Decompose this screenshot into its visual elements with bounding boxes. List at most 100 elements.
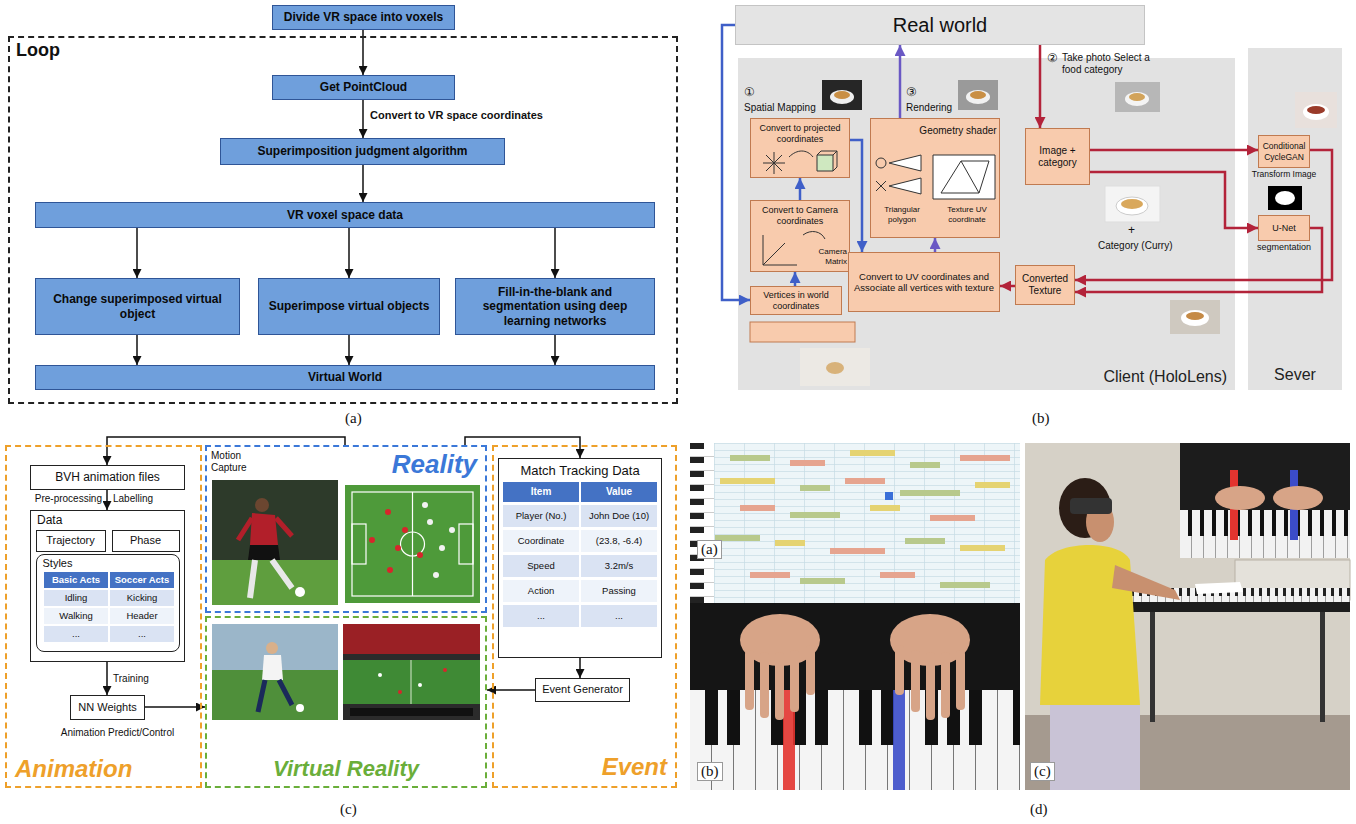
room-photo xyxy=(1025,443,1350,790)
node-label: Event xyxy=(602,753,667,782)
game-screenshot xyxy=(411,660,412,704)
table-cell: Action xyxy=(503,580,579,602)
table-cell: Kicking xyxy=(110,590,174,606)
step-label: Rendering xyxy=(906,102,952,114)
node-label: Geometry shader xyxy=(919,125,997,137)
photo-thumbnail xyxy=(834,91,850,99)
photo-thumbnail xyxy=(1115,82,1160,112)
group-frame: Virtual Reality xyxy=(205,616,487,788)
inset-photo xyxy=(1180,510,1350,558)
process-box: Image + category xyxy=(1025,128,1090,185)
process-box: Conditional CycleGANTransform Image xyxy=(1258,135,1310,168)
game-screenshot xyxy=(296,704,304,712)
piano-roll xyxy=(800,578,845,584)
component-panel: SeverConditional CycleGANTransform Image… xyxy=(1248,48,1342,390)
pitch-map xyxy=(385,509,391,515)
process-box: VR voxel space data xyxy=(35,202,655,228)
process-box: Converted Texture xyxy=(1015,265,1075,305)
hand-figure xyxy=(956,650,965,710)
inset-photo xyxy=(1180,443,1350,558)
process-box: Convert to projected coordinates xyxy=(750,118,850,178)
node-icon xyxy=(889,155,921,171)
piano-roll xyxy=(910,462,940,468)
node-label: Convert to projected coordinates xyxy=(755,123,845,145)
game-screenshot xyxy=(350,708,473,716)
photo-thumbnail xyxy=(1268,186,1302,210)
node-label: Virtual World xyxy=(308,370,382,384)
node-label: VR voxel space data xyxy=(287,208,403,222)
room-photo xyxy=(1112,565,1180,600)
pitch-map xyxy=(387,567,393,573)
connector-arrow xyxy=(850,140,862,252)
connector-arrow xyxy=(722,25,750,300)
node-label: BVH animation files xyxy=(55,470,160,484)
table-cell: ... xyxy=(503,605,579,627)
connector-arrow xyxy=(1000,285,1015,288)
pitch-map xyxy=(433,572,439,578)
node-label: Reality xyxy=(392,449,477,480)
connector-arrow xyxy=(934,238,937,252)
edge-note: Convert to VR space coordinates xyxy=(370,109,543,122)
piano-roll xyxy=(975,482,1010,488)
piano-keyboard xyxy=(690,690,1020,790)
subfigure-tag: (c) xyxy=(1030,762,1055,781)
photo-thumbnail xyxy=(1125,92,1149,106)
photo-thumbnail xyxy=(830,90,854,104)
hand-figure xyxy=(926,652,935,720)
node-label: Loop xyxy=(16,40,60,62)
node-label: Event Generator xyxy=(542,683,623,696)
photo-thumbnail xyxy=(1121,199,1143,209)
process-box: Change superimposed virtual object xyxy=(35,278,240,335)
connector-arrow xyxy=(487,689,535,691)
piano-keyboard xyxy=(690,603,1020,790)
pitch-map xyxy=(352,492,473,596)
game-screenshot xyxy=(418,683,422,687)
node-label: Converted Texture xyxy=(1020,273,1070,297)
connector-arrow xyxy=(465,437,580,458)
node-icon xyxy=(763,152,785,174)
player-photo xyxy=(250,560,292,598)
piano-roll xyxy=(690,443,1020,603)
process-box: Trajectory xyxy=(36,530,106,552)
piano-roll xyxy=(940,582,990,588)
node-label: Get PointCloud xyxy=(320,80,407,94)
connector-arrow xyxy=(554,335,556,365)
table-cell: Speed xyxy=(503,555,579,577)
table-header: Value xyxy=(581,482,657,502)
process-box: Divide VR space into voxels xyxy=(272,5,455,30)
node-label: Fill-in-the-blank and segmentation using… xyxy=(460,285,650,328)
photo-thumbnail xyxy=(800,80,1337,386)
client-panel-ground xyxy=(738,58,1235,390)
photo-thumbnail xyxy=(1186,312,1204,320)
node-sublabel: segmentation xyxy=(1257,242,1311,253)
step-number: ③ xyxy=(906,86,917,100)
photo-thumbnail xyxy=(1307,106,1325,114)
category-note: Category (Curry) xyxy=(1098,240,1172,252)
player-photo xyxy=(255,498,269,512)
table-cell: Header xyxy=(110,608,174,624)
connector-arrow xyxy=(1090,149,1258,152)
node-icon xyxy=(763,151,837,174)
connector-arrow xyxy=(362,165,364,202)
node-icon xyxy=(941,161,989,193)
connector-arrow xyxy=(136,228,138,278)
hand-figure xyxy=(790,650,799,712)
pitch-map xyxy=(352,524,366,564)
hand-figure xyxy=(740,614,970,720)
connector-arrow xyxy=(1075,150,1332,280)
player-photo xyxy=(212,480,338,605)
flow-note: Pre-processing xyxy=(28,493,102,505)
panel-caption: (c) xyxy=(340,801,357,818)
process-box: Vertices in world coordinates xyxy=(750,286,842,315)
player-photo xyxy=(248,545,280,560)
pitch-map xyxy=(345,485,480,603)
process-box: BVH animation files xyxy=(30,465,185,490)
node-icon xyxy=(876,155,995,199)
process-box: Event Generator xyxy=(535,678,630,702)
connector-arrow xyxy=(899,45,902,118)
photo-thumbnail xyxy=(958,80,998,110)
connector-arrow xyxy=(1090,172,1258,228)
